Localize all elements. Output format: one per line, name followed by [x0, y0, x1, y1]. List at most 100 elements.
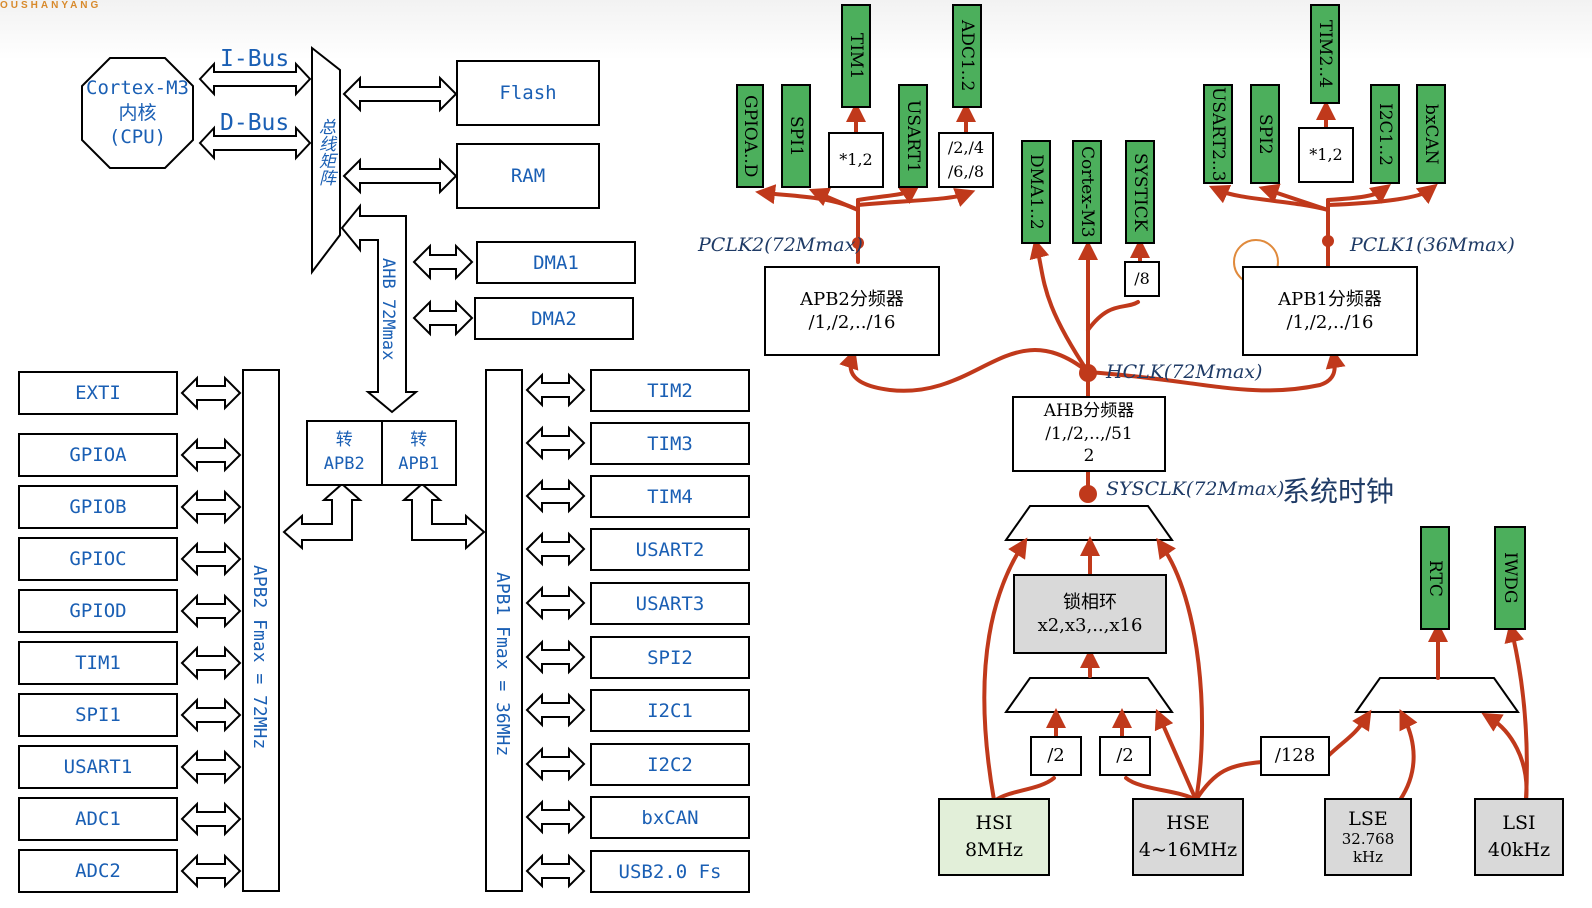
dbus-arrow	[198, 125, 312, 161]
apb2-bus-bar	[242, 369, 280, 892]
watermark: OUSHANYANG	[0, 0, 102, 11]
ahb-prescaler: AHB分频器 /1,/2,..,/51 2	[1012, 396, 1166, 472]
cpu-name: Cortex-M3	[86, 76, 189, 99]
hsi-name: HSI	[975, 812, 1013, 835]
lse-freq1: 32.768	[1341, 830, 1395, 849]
lse-name: LSE	[1348, 807, 1388, 830]
apb2-periph-gpiod: GPIOD	[18, 589, 178, 633]
clk-i2c: I2C1..2	[1370, 84, 1400, 184]
apb2-periph-adc2: ADC2	[18, 849, 178, 893]
apb2-periph-usart1: USART1	[18, 745, 178, 789]
flash-label: Flash	[499, 82, 557, 104]
apb2-tim-multiplier: *1,2	[828, 132, 884, 188]
apb1-prescaler: APB1分频器 /1,/2,../16	[1242, 266, 1418, 356]
apb1-periph-bxcan: bxCAN	[590, 796, 750, 839]
adc-prescaler-1: /2,/4	[947, 138, 985, 157]
dma1-arrow	[412, 243, 474, 281]
clk-spi1: SPI1	[781, 84, 811, 188]
ahb-prescaler-title: AHB分频器	[1043, 400, 1135, 421]
flash-box: Flash	[456, 60, 600, 126]
apb2-prescaler-title: APB2分频器	[800, 288, 904, 310]
clk-systick: SYSTICK	[1125, 140, 1155, 244]
apb2-periph-spi1: SPI1	[18, 693, 178, 737]
clk-adc: ADC1..2	[952, 4, 982, 108]
apb1-prescaler-values: /1,/2,../16	[1286, 312, 1374, 333]
apb1-periph-arrows	[525, 372, 586, 889]
hse-name: HSE	[1166, 812, 1210, 835]
ram-arrow	[342, 157, 458, 195]
bridge-apb2-label: APB2	[323, 454, 365, 474]
pclk1-label: PCLK1(36Mmax)	[1350, 234, 1515, 256]
pll-values: x2,x3,..,x16	[1037, 615, 1143, 636]
systick-divider: /8	[1124, 261, 1160, 297]
flash-arrow	[342, 75, 458, 113]
bridge-apb1-label: APB1	[398, 454, 440, 474]
bus-matrix-shape	[311, 45, 341, 275]
hclk-label: HCLK(72Mmax)	[1106, 361, 1263, 383]
ahb-prescaler-values2: 2	[1083, 446, 1095, 467]
dma2-arrow	[412, 299, 474, 337]
ahb-arrow	[340, 203, 419, 414]
apb2-periph-arrows	[180, 375, 242, 889]
lse-freq2: kHz	[1352, 848, 1384, 867]
hsi-oscillator: HSI 8MHz	[938, 798, 1050, 876]
apb1-tim-multiplier: *1,2	[1298, 127, 1354, 183]
hsi-div2: /2	[1030, 736, 1082, 776]
bridge-apb1: 转 APB1	[383, 422, 456, 484]
cpu-core: 内核	[118, 101, 157, 124]
lsi-name: LSI	[1502, 812, 1536, 835]
apb2-periph-exti: EXTI	[18, 371, 178, 415]
apb2-prescaler-values: /1,/2,../16	[808, 312, 896, 333]
clk-iwdg: IWDG	[1494, 526, 1526, 630]
clk-tim2-4: TIM2..4	[1310, 4, 1340, 104]
clk-bxcan: bxCAN	[1416, 84, 1446, 184]
apb1-periph-i2c2: I2C2	[590, 743, 750, 786]
apb2-prescaler: APB2分频器 /1,/2,../16	[764, 266, 940, 356]
sysclk-label: SYSCLK(72Mmax)	[1106, 478, 1285, 500]
hse-div2: /2	[1099, 736, 1151, 776]
cpu-cpu: (CPU)	[108, 126, 167, 149]
apb1-periph-tim3: TIM3	[590, 422, 750, 465]
apb1-periph-spi2: SPI2	[590, 636, 750, 679]
apb1-periph-usart2: USART2	[590, 528, 750, 571]
apb1-periph-usb: USB2.0 Fs	[590, 850, 750, 893]
rtc-mux	[1354, 677, 1520, 713]
clk-tim1: TIM1	[841, 4, 871, 108]
clk-rtc: RTC	[1420, 526, 1450, 630]
hsi-freq: 8MHz	[964, 839, 1024, 861]
pll-box: 锁相环 x2,x3,..,x16	[1013, 574, 1167, 654]
clock-dots	[852, 235, 1334, 503]
hse-freq: 4~16MHz	[1138, 839, 1238, 861]
bridge-apb1-top: 转	[410, 430, 428, 451]
adc-prescaler: /2,/4 /6,/8	[938, 132, 994, 188]
apb1-bus-label: APB1 Fmax = 36MHz	[492, 572, 513, 757]
clk-gpioa-d: GPIOA..D	[736, 84, 764, 188]
bridge-apb2-top: 转	[335, 430, 353, 451]
dma1-box: DMA1	[476, 241, 636, 284]
sysclk-cn-label: 系统时钟	[1282, 475, 1395, 508]
apb1-prescaler-title: APB1分频器	[1278, 288, 1382, 310]
apb1-bus-bar	[485, 369, 523, 892]
ram-label: RAM	[510, 165, 546, 187]
apb2-periph-tim1: TIM1	[18, 641, 178, 685]
apb1-bridge-arrow	[401, 482, 486, 551]
dma2-box: DMA2	[474, 297, 634, 340]
adc-prescaler-2: /6,/8	[947, 162, 985, 181]
clk-usart2-3: USART2..3	[1203, 84, 1233, 184]
ahb-label: AHB 72Mmax	[378, 258, 398, 361]
apb1-periph-tim4: TIM4	[590, 475, 750, 518]
dma1-label: DMA1	[533, 251, 579, 274]
cpu-label: Cortex-M3 内核 (CPU)	[82, 58, 193, 168]
dbus-label: D-Bus	[220, 110, 290, 136]
apb1-periph-i2c1: I2C1	[590, 689, 750, 732]
dma2-label: DMA2	[531, 307, 577, 330]
pclk2-label: PCLK2(72Mmax)	[698, 234, 863, 256]
lsi-freq: 40kHz	[1487, 839, 1551, 861]
cpu-octagon	[81, 57, 194, 169]
apb2-periph-gpioa: GPIOA	[18, 433, 178, 477]
apb2-bus-label: APB2 Fmax = 72MHz	[249, 565, 270, 750]
sysclk-mux	[1004, 505, 1174, 541]
apb2-periph-adc1: ADC1	[18, 797, 178, 841]
hse-oscillator: HSE 4~16MHz	[1132, 798, 1244, 876]
ibus-arrow	[198, 61, 312, 97]
